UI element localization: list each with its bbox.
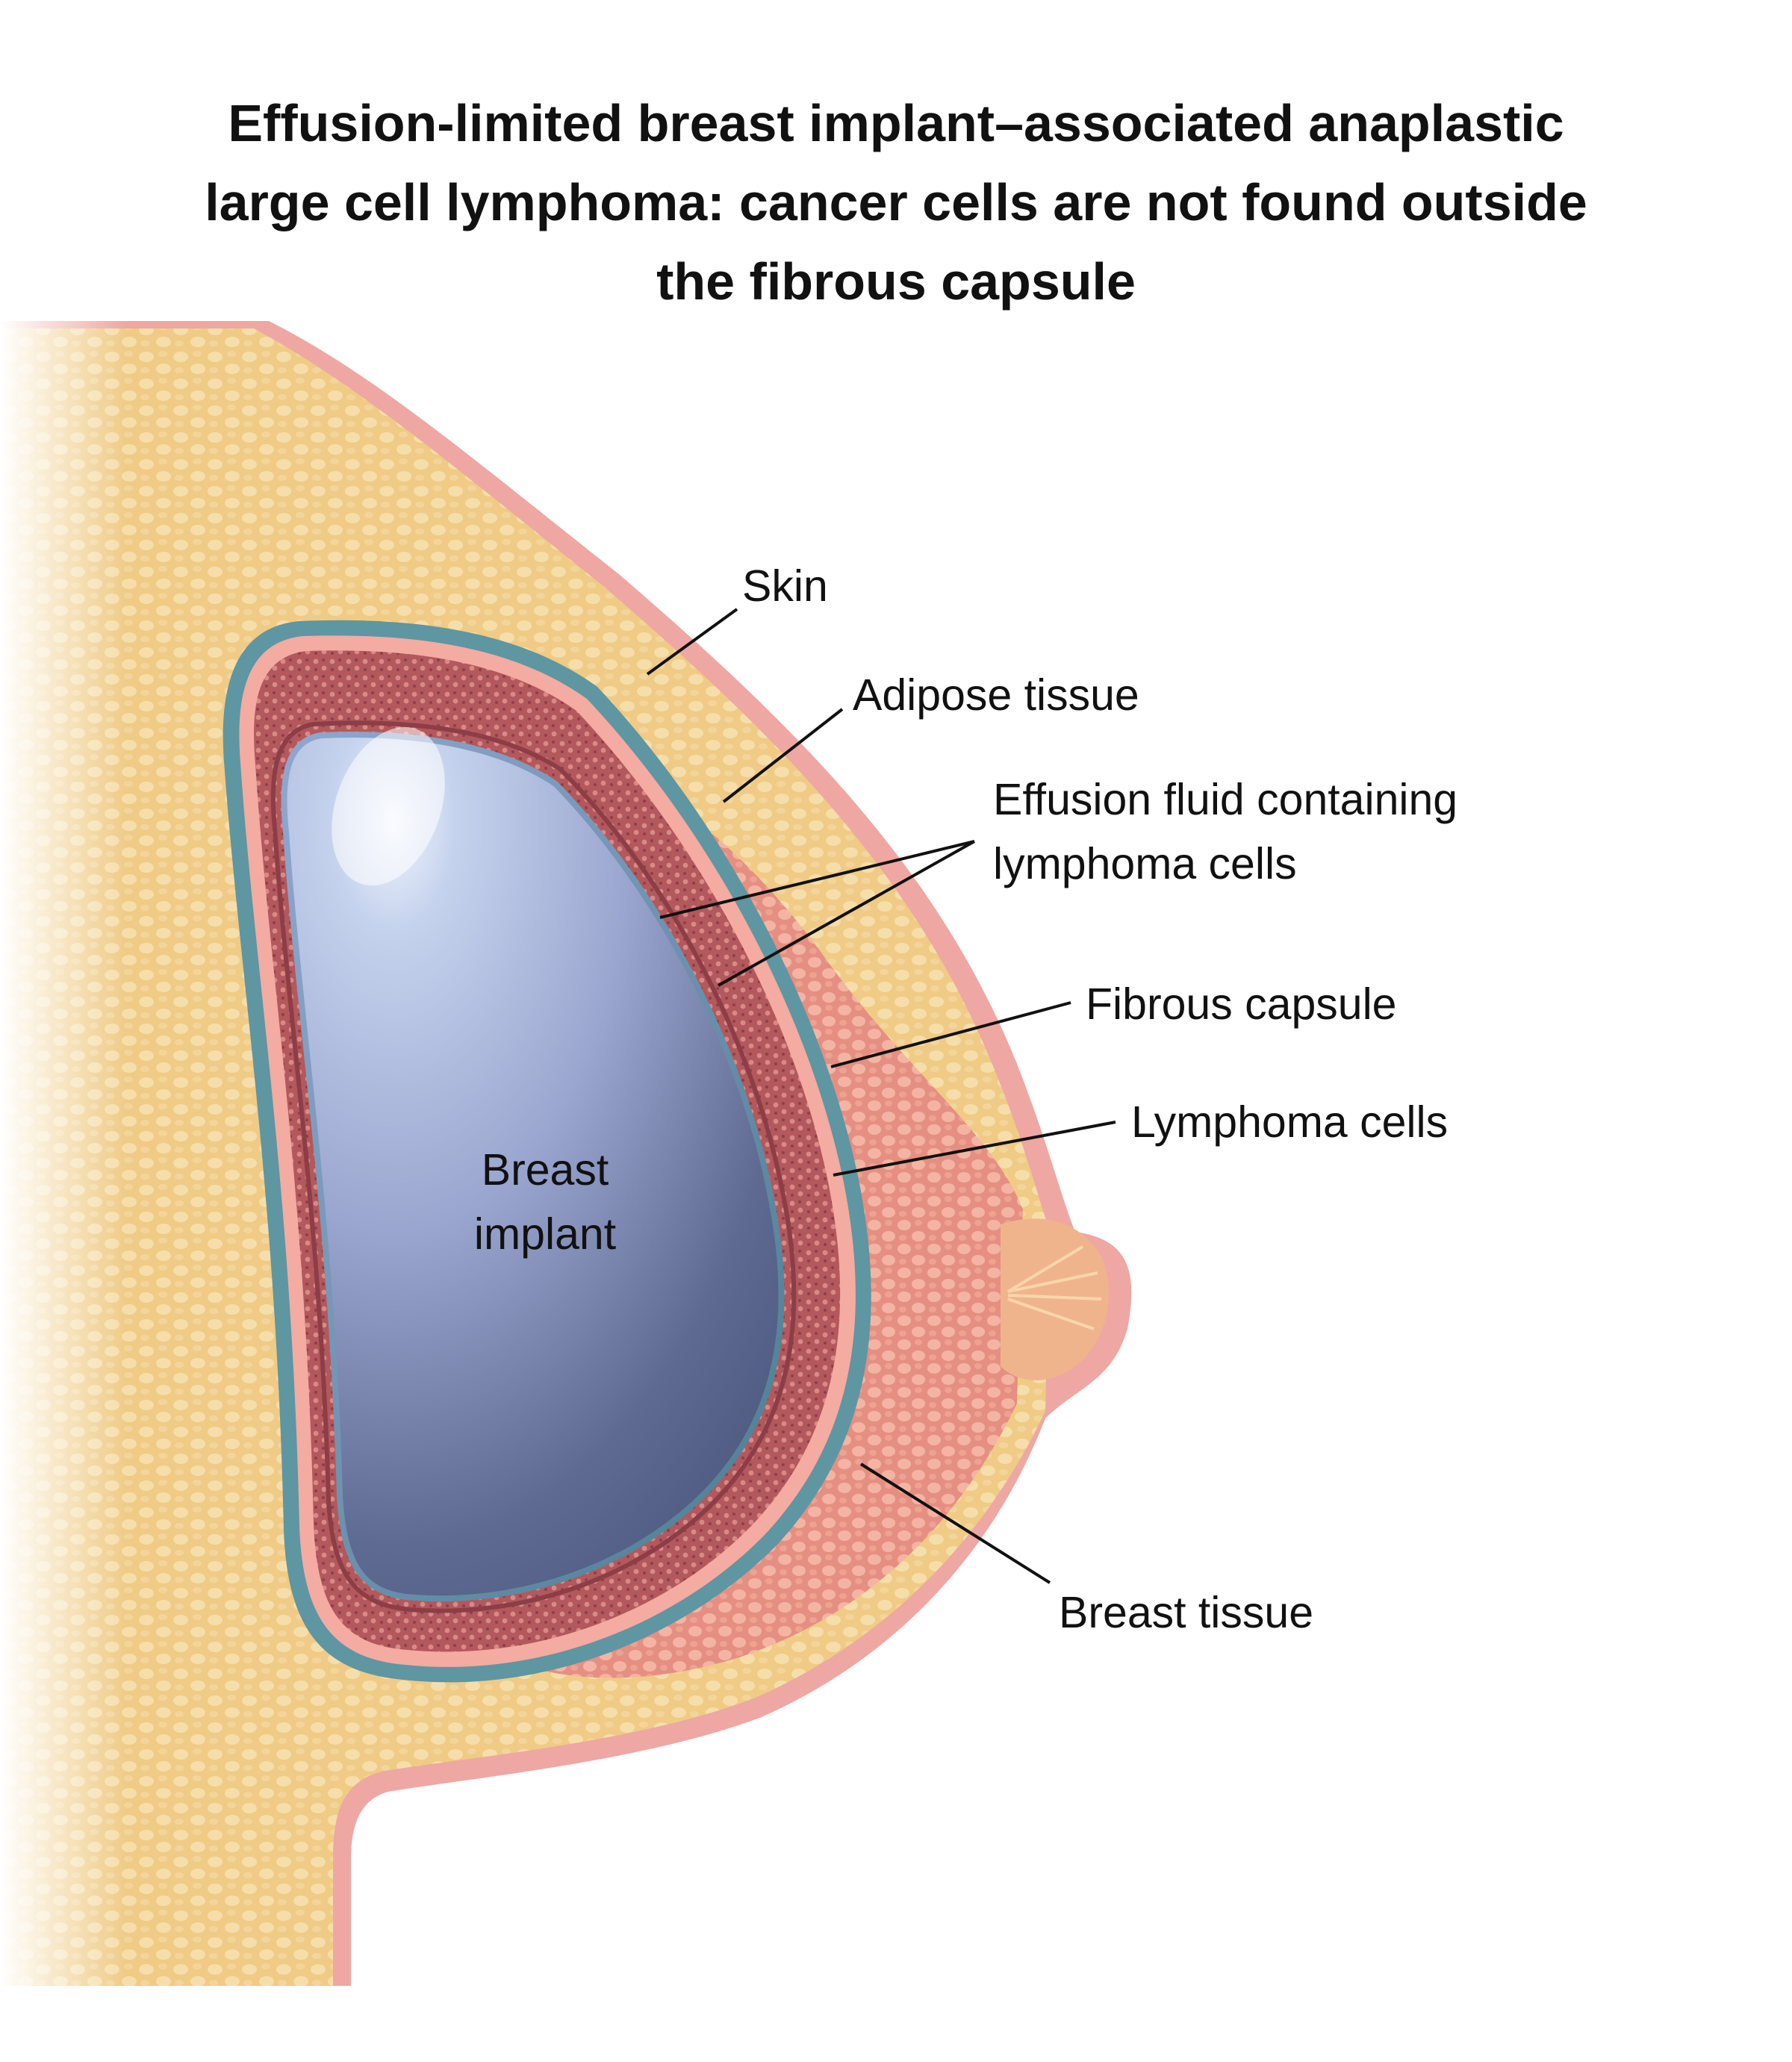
leader-skin [646,608,738,676]
leader-adipose [722,708,844,803]
label-breast-tissue: Breast tissue [1059,1588,1314,1637]
leader-effusion-2 [718,840,975,987]
label-lymphoma-cells: Lymphoma cells [1131,1097,1449,1147]
title-line-2: large cell lymphoma: cancer cells are no… [205,173,1587,231]
leader-lymphoma [833,1121,1116,1177]
nipple [1001,1218,1109,1380]
label-adipose-tissue: Adipose tissue [853,670,1139,720]
label-effusion-line-2: lymphoma cells [993,839,1297,888]
diagram-title: Effusion-limited breast implant–associat… [75,84,1717,321]
effusion-inner-rim [270,720,797,1613]
leader-lines [646,608,1116,1584]
leader-fibrous [830,1001,1071,1068]
title-line-3: the fibrous capsule [656,252,1136,311]
title-line-1: Effusion-limited breast implant–associat… [228,94,1564,152]
milk-ducts [1007,1245,1102,1330]
leader-effusion-1 [659,840,975,919]
label-implant-line-2: implant [473,1209,617,1259]
label-fibrous-capsule: Fibrous capsule [1086,979,1397,1029]
label-breast-implant: Breast implant [433,1138,657,1266]
breast-implant [281,732,785,1602]
leader-breast-tissue [859,1463,1051,1584]
label-effusion-fluid: Effusion fluid containing lymphoma cells [993,767,1457,896]
label-skin: Skin [742,561,828,611]
label-effusion-line-1: Effusion fluid containing [993,775,1458,824]
implant-highlight [332,726,445,886]
label-implant-line-1: Breast [481,1145,609,1194]
